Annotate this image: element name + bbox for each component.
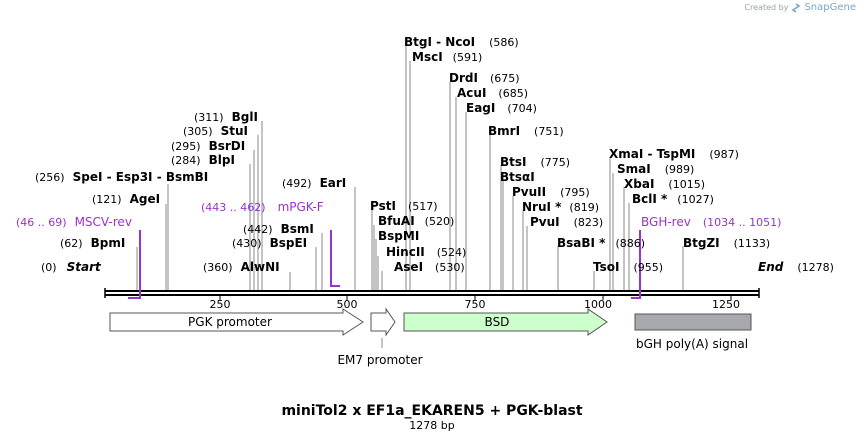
map-title: miniTol2 x EF1a_EKAREN5 + PGK-blast: [281, 403, 582, 419]
site-label-hincii: HincII(524): [386, 245, 466, 259]
site-label-btgi-ncoi: BtgI - NcoI(586): [404, 35, 519, 49]
site-label-pvuii: PvuII(795): [512, 185, 590, 199]
site-label-xmai-tspmi: XmaI - TspMI(987): [609, 147, 739, 161]
feature-bsd[interactable]: [403, 308, 608, 336]
site-label-stui: (305)StuI: [183, 124, 248, 138]
site-label-btsai: BtsαI: [500, 170, 535, 184]
map-subtitle: 1278 bp: [409, 419, 454, 432]
primer-markers: [128, 230, 641, 299]
site-leader-lines: [136, 46, 684, 290]
site-label-bspei: (430)BspEI: [232, 236, 307, 250]
site-label-bfuai: BfuAI(520): [378, 214, 454, 228]
credit-prefix: Created by: [744, 3, 789, 12]
site-label-bcli: BclI *(1027): [632, 192, 714, 206]
site-label-acui: AcuI(685): [457, 86, 528, 100]
tick-label-500: 500: [337, 298, 358, 311]
site-label-bgli: (311)BglI: [194, 110, 258, 124]
start-label: (0)Start: [41, 260, 102, 274]
feature-bgh-polya-signal[interactable]: [634, 313, 752, 331]
site-label-bsrdi: (295)BsrDI: [171, 139, 245, 153]
site-label-xbai: XbaI(1015): [624, 177, 705, 191]
feature-label-em7-promoter: EM7 promoter: [337, 353, 422, 367]
tick-label-1000: 1000: [584, 298, 612, 311]
site-label-msci: MscI(591): [412, 50, 482, 64]
tick-label-250: 250: [210, 298, 231, 311]
created-by-credit: Created by SnapGene: [744, 2, 856, 13]
tick-label-1250: 1250: [712, 298, 740, 311]
site-label-eagi: EagI(704): [466, 101, 537, 115]
feature-label-bgh-polya-signal: bGH poly(A) signal: [636, 337, 748, 351]
feature-em7-promoter[interactable]: [370, 307, 396, 337]
end-label: End(1278): [758, 260, 834, 274]
snapgene-logo-icon: [791, 2, 801, 13]
feature-label-bsd: BSD: [485, 315, 510, 329]
site-label-tsoi: TsoI(955): [593, 260, 663, 274]
site-label-bpmi: (62)BpmI: [60, 236, 125, 250]
site-label-agei: (121)AgeI: [92, 192, 160, 206]
site-label-alwni: (360)AlwNI: [203, 260, 280, 274]
primer-label-mpgk-f: (443 .. 462)mPGK-F: [201, 200, 324, 214]
site-label-bsmi: (442)BsmI: [243, 222, 314, 236]
site-label-pvui: PvuI(823): [530, 215, 603, 229]
site-label-nrui: NruI *(819): [522, 200, 599, 214]
site-label-eari: (492)EarI: [282, 176, 346, 190]
site-label-bmri: BmrI(751): [488, 124, 564, 138]
site-label-btsi: BtsI(775): [500, 155, 570, 169]
site-label-bspmi: BspMI: [378, 229, 419, 243]
feature-pgk-promoter[interactable]: [109, 308, 364, 336]
primer-label-bgh-rev: BGH-rev(1034 .. 1051): [641, 215, 781, 229]
site-label-smai: SmaI(989): [617, 162, 694, 176]
site-label-asei: AseI(530): [394, 260, 465, 274]
primer-label-mscv-rev: (46 .. 69)MSCV-rev: [16, 215, 132, 229]
tick-label-750: 750: [465, 298, 486, 311]
credit-brand: SnapGene: [804, 2, 856, 13]
site-label-bsabi: BsaBI *(886): [557, 236, 645, 250]
sequence-backbone: [104, 288, 760, 298]
site-label-spei-esp3i-bsmbi: (256)SpeI - Esp3I - BsmBI: [35, 170, 208, 184]
ruler-ticks: [219, 296, 732, 300]
site-label-btgzi: BtgZI(1133): [683, 236, 770, 250]
site-label-psti: PstI(517): [370, 199, 438, 213]
site-label-blpi: (284)BlpI: [171, 153, 235, 167]
feature-label-pgk-promoter: PGK promoter: [188, 315, 272, 329]
site-label-drdi: DrdI(675): [449, 71, 520, 85]
